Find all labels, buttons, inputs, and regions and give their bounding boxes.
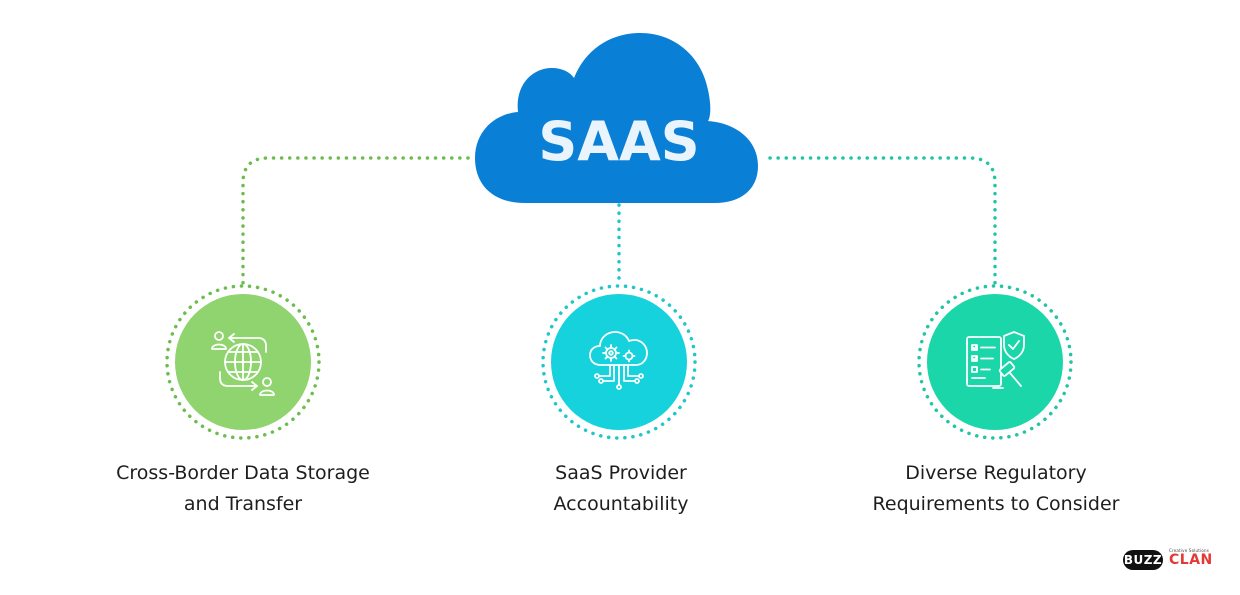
checklist-shield-gavel-icon — [966, 331, 1025, 389]
node-2-label: SaaS Provider Accountability — [451, 458, 791, 520]
node-diverse-regulatory — [917, 284, 1073, 440]
node-2-circle — [551, 294, 687, 430]
node-3-circle — [927, 294, 1063, 430]
logo-brand-right: CLAN — [1169, 552, 1213, 568]
buzzclan-logo: BUZZ Creative Solutions CLAN — [1121, 545, 1221, 575]
connector-left — [241, 156, 470, 285]
node-1-dotted-ring — [165, 284, 321, 440]
node-3-label-line-1: Diverse Regulatory — [905, 462, 1087, 484]
node-2-label-line-2: Accountability — [553, 493, 689, 515]
node-3-label: Diverse Regulatory Requirements to Consi… — [826, 458, 1166, 520]
node-2-label-line-1: SaaS Provider — [555, 462, 687, 484]
cloud-gear-network-icon — [589, 331, 648, 390]
node-2-dotted-ring — [541, 284, 697, 440]
node-saas-provider — [541, 284, 697, 440]
logo-brand-left: BUZZ — [1123, 550, 1163, 570]
node-1-label-line-2: and Transfer — [183, 493, 303, 515]
node-1-label: Cross-Border Data Storage and Transfer — [73, 458, 413, 520]
cloud-shape — [475, 33, 758, 203]
globe-data-transfer-icon — [211, 331, 275, 396]
node-3-label-line-2: Requirements to Consider — [872, 493, 1120, 515]
node-3-dotted-ring — [917, 284, 1073, 440]
saas-cloud: SAAS — [475, 33, 758, 203]
cloud-title: SAAS — [538, 110, 699, 173]
logo-tagline: Creative Solutions — [1169, 548, 1210, 553]
node-1-label-line-1: Cross-Border Data Storage — [116, 462, 370, 484]
connector-right — [768, 156, 997, 285]
node-cross-border — [165, 284, 321, 440]
